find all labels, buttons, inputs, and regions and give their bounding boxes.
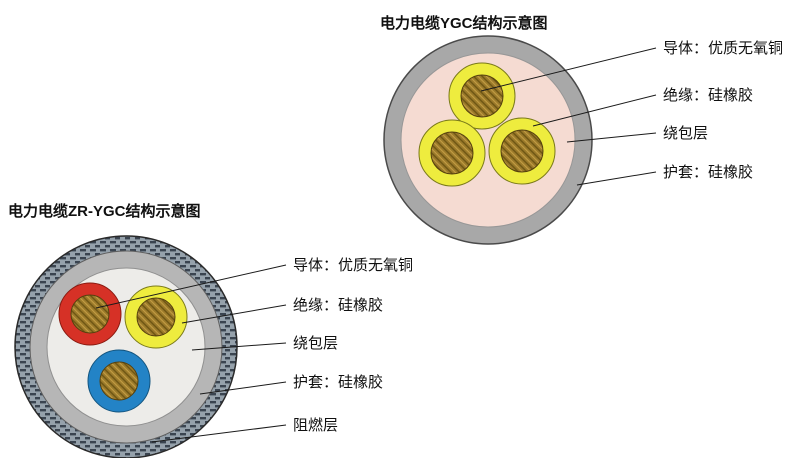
zr-ygc-label-wrapping: 绕包层: [293, 335, 338, 352]
ygc-core-bottom-left: [418, 119, 486, 187]
zr-ygc-leader-sheath: [199, 381, 287, 395]
zr-ygc-label-flame: 阻燃层: [293, 416, 338, 434]
ygc-leader-conductor: [480, 47, 657, 92]
zr-ygc-diagram: 电力电缆ZR-YGC结构示意图 导体：优质无氧铜 绝缘：硅橡胶 绕包层 护套：硅…: [8, 202, 413, 458]
zr-ygc-leader-flame: [151, 424, 287, 443]
ygc-core-bottom-right-conductor: [500, 129, 544, 173]
ygc-core-top: [448, 62, 516, 130]
ygc-core-bottom-right: [488, 117, 556, 185]
ygc-core-top-conductor: [460, 74, 504, 118]
ygc-label-sheath: 护套：硅橡胶: [663, 164, 753, 181]
ygc-leader-sheath: [576, 171, 657, 186]
zr-ygc-core-yellow-conductor: [136, 297, 176, 337]
zr-ygc-core-red-conductor: [70, 294, 110, 334]
zr-ygc-leader-conductor: [95, 264, 287, 309]
zr-ygc-core-blue: [87, 349, 151, 413]
ygc-label-insulation: 绝缘：硅橡胶: [663, 87, 753, 104]
zr-ygc-core-red: [58, 282, 122, 346]
zr-ygc-leader-wrapping: [191, 342, 287, 351]
ygc-label-wrapping: 绕包层: [663, 125, 708, 142]
ygc-diagram: 电力电缆YGC结构示意图 导体：优质无氧铜 绝缘：硅橡胶 绕包层 护套：硅橡胶: [380, 14, 783, 245]
ygc-title: 电力电缆YGC结构示意图: [380, 14, 548, 32]
ygc-leader-insulation: [532, 94, 657, 127]
zr-ygc-label-conductor: 导体：优质无氧铜: [293, 257, 413, 274]
zr-ygc-core-yellow: [124, 285, 188, 349]
zr-ygc-leader-insulation: [181, 304, 287, 324]
zr-ygc-title: 电力电缆ZR-YGC结构示意图: [8, 202, 201, 220]
ygc-core-bottom-left-conductor: [430, 131, 474, 175]
zr-ygc-core-blue-conductor: [99, 361, 139, 401]
zr-ygc-label-sheath: 护套：硅橡胶: [293, 374, 383, 391]
ygc-leader-wrapping: [566, 132, 657, 143]
ygc-label-conductor: 导体：优质无氧铜: [663, 40, 783, 57]
zr-ygc-label-insulation: 绝缘：硅橡胶: [293, 297, 383, 314]
